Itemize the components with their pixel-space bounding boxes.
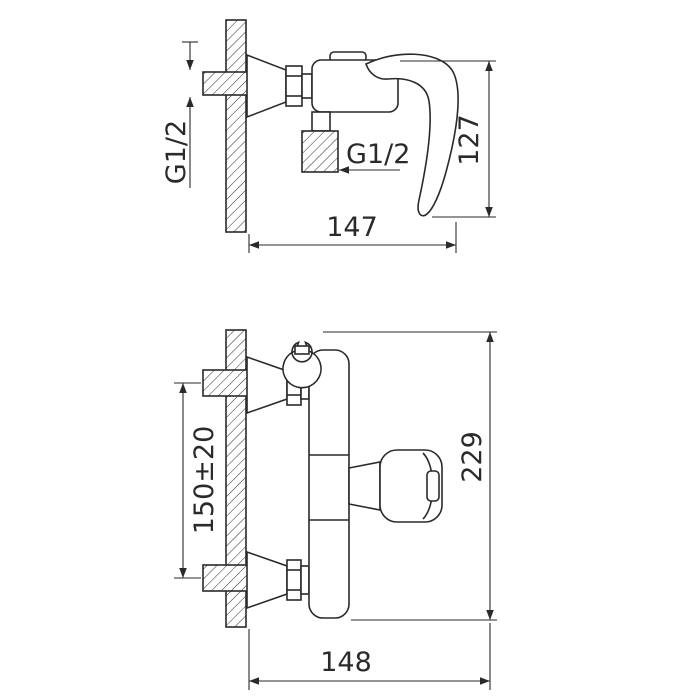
inlet-pipe-upper: [202, 369, 259, 397]
dim-height-127: [400, 60, 496, 218]
label-thread-outlet: G1/2: [346, 139, 410, 170]
side-view-dimensions: [182, 41, 496, 253]
wall-section-front: [225, 329, 247, 628]
label-thread-inlet: G1/2: [161, 120, 192, 184]
outlet-valve-block: [301, 130, 339, 173]
shower-hook: [282, 341, 322, 389]
lower-connection: [246, 550, 310, 610]
connection-nut-side: [285, 65, 303, 107]
front-view: [202, 329, 443, 628]
handle-knob: [348, 449, 443, 523]
inlet-pipe-side: [202, 71, 259, 96]
dim-height-229: [323, 331, 497, 621]
dim-span-150: [174, 382, 201, 579]
label-depth-147: 147: [326, 212, 378, 243]
escutcheon-cone-side: [246, 53, 287, 119]
dim-thread-inlet: [182, 41, 198, 188]
label-span-150: 150±20: [189, 426, 220, 535]
dim-width-148: [248, 623, 491, 690]
mixer-body-front: [308, 349, 350, 619]
label-height-127: 127: [454, 114, 485, 166]
dim-depth-147: [248, 222, 457, 253]
lever-handle: [365, 53, 459, 217]
label-height-229: 229: [457, 431, 488, 483]
front-view-dimensions: [174, 331, 497, 690]
label-width-148: 148: [320, 647, 372, 678]
side-view: [202, 19, 459, 233]
valve-neck-side: [301, 73, 313, 99]
wall-section-side: [225, 19, 247, 233]
outlet-connector: [311, 111, 331, 132]
